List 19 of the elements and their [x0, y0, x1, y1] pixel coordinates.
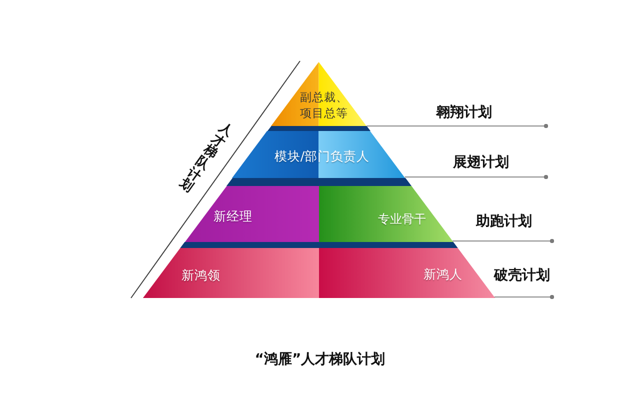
pyramid-tier [319, 186, 454, 242]
edge-label: 助跑计划 [476, 214, 532, 230]
tier-label: 专业骨干 [378, 212, 426, 226]
edge-label: 翱翔计划 [436, 104, 492, 122]
pyramid-tier [319, 248, 496, 298]
pyramid-tier [232, 131, 406, 178]
tier-label: 新鸿领 [181, 268, 220, 282]
leader-line [452, 238, 554, 244]
edge-label: 展翅计划 [453, 154, 509, 172]
leader-line [366, 124, 548, 128]
tier-label: 新经理 [213, 208, 252, 224]
pyramid-tier [142, 248, 319, 298]
pyramid-tier [271, 62, 367, 126]
side-label: 人才梯队计划 [176, 120, 236, 196]
leader-line [404, 174, 548, 180]
caption: “鸿雁”人才梯队计划 [254, 352, 386, 368]
tier-label: 模块/部门负责人 [274, 148, 370, 164]
tier-label: 副总裁、项目总等 [300, 89, 349, 121]
tier-label: 新鸿人 [424, 266, 462, 282]
